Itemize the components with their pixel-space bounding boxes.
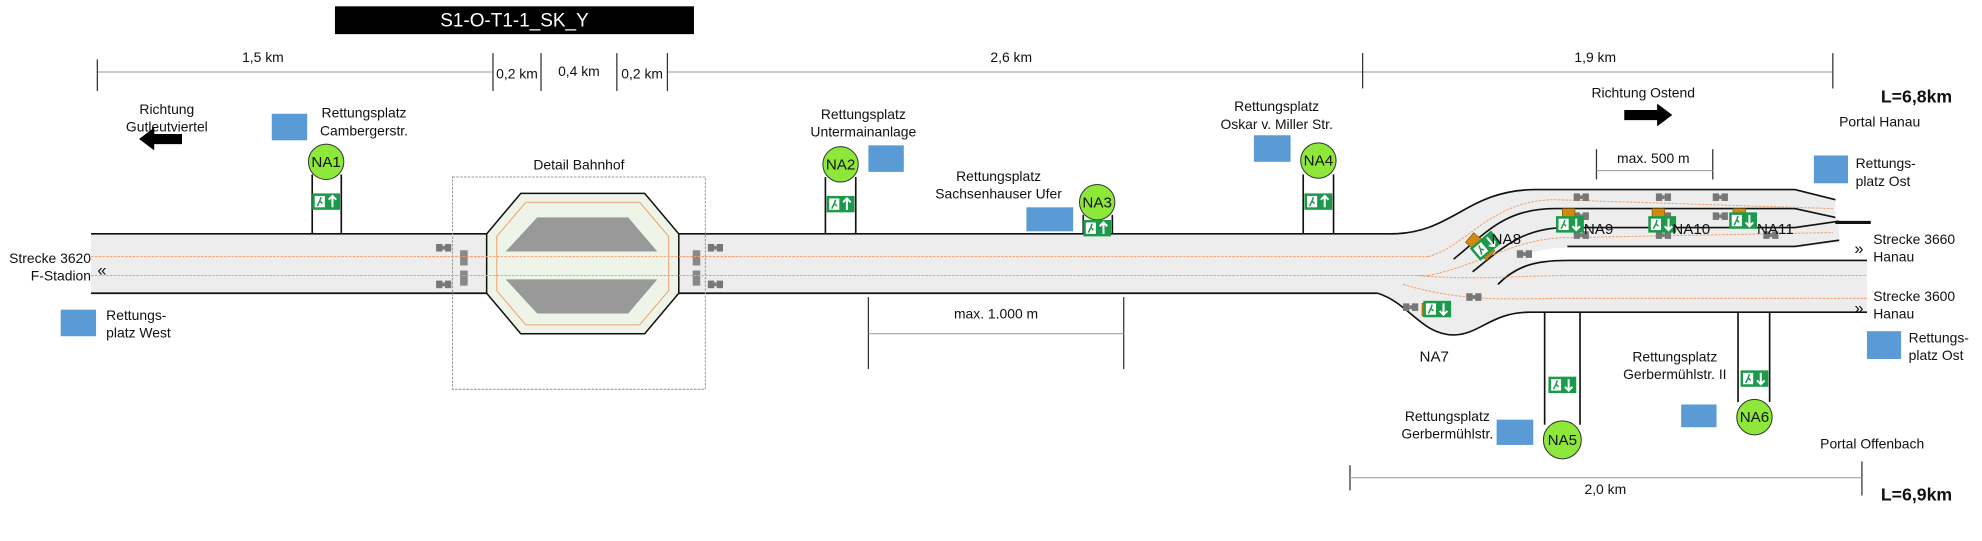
- rescue-point-camberger: Rettungsplatz Cambergerstr.: [271, 105, 408, 141]
- exit-sign-icon: [1082, 218, 1113, 238]
- emergency-exit-na4: NA4: [1300, 142, 1337, 234]
- svg-text:platz Ost: platz Ost: [1856, 173, 1911, 189]
- svg-text:Rettungs-: Rettungs-: [106, 307, 167, 323]
- svg-text:NA6: NA6: [1740, 409, 1769, 426]
- svg-text:max. 1.000 m: max. 1.000 m: [954, 306, 1038, 322]
- svg-text:Rettungsplatz: Rettungsplatz: [1405, 408, 1490, 424]
- svg-text:NA3: NA3: [1082, 194, 1111, 211]
- direction-west-label-2: Gutleutviertel: [126, 118, 208, 134]
- station-label: Detail Bahnhof: [533, 156, 624, 172]
- portal-offenbach-label: Portal Offenbach: [1820, 436, 1924, 452]
- exit-sign-icon: [311, 192, 342, 211]
- svg-text:Sachsenhauser Ufer: Sachsenhauser Ufer: [935, 185, 1062, 201]
- title-text: S1-O-T1-1_SK_Y: [440, 11, 589, 32]
- dim-2-0km: 2,0 km: [1349, 461, 1863, 497]
- rescue-point-oskar: Rettungsplatz Oskar v. Miller Str.: [1220, 98, 1333, 162]
- svg-text:NA11: NA11: [1757, 221, 1794, 238]
- svg-text:max. 500 m: max. 500 m: [1617, 150, 1690, 166]
- svg-text:NA10: NA10: [1672, 221, 1710, 238]
- svg-text:Rettungsplatz: Rettungsplatz: [1632, 349, 1717, 365]
- svg-text:2,0 km: 2,0 km: [1584, 481, 1626, 497]
- direction-marker-3600: »: [1854, 299, 1863, 317]
- cross-passage-na11: NA11: [1728, 208, 1794, 238]
- svg-text:NA5: NA5: [1548, 432, 1577, 449]
- svg-text:Gerbermühlstr.: Gerbermühlstr.: [1401, 426, 1493, 442]
- rescue-point-ost-2: Rettungs- platz Ost: [1866, 330, 1970, 363]
- dim-0-2km-b: 0,2 km: [621, 65, 663, 81]
- line-3600-label: Strecke 3600: [1873, 288, 1955, 304]
- svg-text:Rettungs-: Rettungs-: [1856, 155, 1917, 171]
- line-3660-dest: Hanau: [1873, 249, 1914, 265]
- portal-hanau-label: Portal Hanau: [1839, 113, 1920, 129]
- arrow-right-icon: [1624, 103, 1673, 127]
- dim-max-1000m: max. 1.000 m: [867, 297, 1125, 370]
- svg-text:platz West: platz West: [106, 324, 171, 340]
- rescue-point-gerber-2: Rettungsplatz Gerbermühlstr. II: [1623, 349, 1727, 428]
- svg-text:NA1: NA1: [311, 154, 340, 171]
- svg-text:Rettungsplatz: Rettungsplatz: [1234, 98, 1319, 114]
- direction-marker-west: «: [97, 262, 106, 280]
- svg-text:platz Ost: platz Ost: [1909, 347, 1964, 363]
- exit-sign-icon: [825, 194, 856, 214]
- svg-text:Cambergerstr.: Cambergerstr.: [320, 122, 408, 138]
- cross-passage-na7: NA7: [1420, 299, 1453, 366]
- length-hanau: L=6,8km: [1881, 86, 1952, 106]
- dim-0-2km-a: 0,2 km: [496, 65, 538, 81]
- arrow-left-icon: [139, 127, 183, 151]
- line-3600-dest: Hanau: [1873, 306, 1914, 322]
- main-tunnel: [91, 188, 1871, 336]
- dim-2-6km: 2,6 km: [990, 49, 1032, 65]
- length-offenbach: L=6,9km: [1881, 485, 1952, 505]
- line-3620-label: Strecke 3620: [9, 250, 91, 266]
- direction-west-label-1: Richtung: [139, 101, 194, 117]
- svg-text:Rettungs-: Rettungs-: [1909, 330, 1970, 346]
- cross-passage-na10: NA10: [1647, 208, 1710, 238]
- line-3620-dest: F-Stadion: [31, 268, 91, 284]
- svg-text:NA9: NA9: [1584, 221, 1613, 238]
- cross-passage-na9: NA9: [1555, 208, 1613, 238]
- rescue-point-ost-1: Rettungs- platz Ost: [1813, 155, 1917, 189]
- dim-1-9km: 1,9 km: [1574, 49, 1616, 65]
- svg-text:NA4: NA4: [1304, 153, 1333, 170]
- svg-text:Gerbermühlstr. II: Gerbermühlstr. II: [1623, 366, 1726, 382]
- top-dimensions: 1,5 km 0,2 km 0,4 km 0,2 km 2,6 km 1,9 k…: [96, 49, 1834, 92]
- rescue-point-west: Rettungs- platz West: [60, 307, 171, 340]
- station-detail: Detail Bahnhof: [417, 156, 740, 390]
- svg-text:Rettungsplatz: Rettungsplatz: [956, 168, 1041, 184]
- direction-marker-3660: »: [1854, 240, 1863, 258]
- emergency-exit-na5: NA5: [1542, 312, 1582, 460]
- dim-1-5km: 1,5 km: [242, 49, 284, 65]
- svg-text:NA8: NA8: [1492, 231, 1521, 248]
- direction-east-label: Richtung Ostend: [1591, 84, 1694, 100]
- svg-text:NA7: NA7: [1420, 349, 1449, 366]
- svg-text:NA2: NA2: [826, 156, 855, 173]
- emergency-exit-na6: NA6: [1736, 312, 1773, 436]
- emergency-exit-na2: NA2: [822, 146, 859, 234]
- exit-sign-down-icon: [1739, 369, 1770, 388]
- exit-sign-icon: [1303, 192, 1334, 211]
- rescue-point-untermain: Rettungsplatz Untermainanlage: [810, 106, 916, 172]
- svg-text:Oskar v. Miller Str.: Oskar v. Miller Str.: [1220, 116, 1332, 132]
- svg-text:Rettungsplatz: Rettungsplatz: [821, 106, 906, 122]
- rescue-point-sachsenhausen: Rettungsplatz Sachsenhauser Ufer: [935, 168, 1074, 232]
- svg-text:Rettungsplatz: Rettungsplatz: [322, 105, 407, 121]
- diagram-title: S1-O-T1-1_SK_Y: [334, 6, 694, 35]
- dim-max-500m: max. 500 m: [1595, 149, 1714, 180]
- emergency-exit-na3: NA3: [1078, 184, 1116, 238]
- cross-passage-na8: NA8: [1465, 229, 1521, 262]
- emergency-exit-na1: NA1: [307, 143, 345, 234]
- exit-sign-down-icon: [1547, 375, 1578, 395]
- svg-text:Untermainanlage: Untermainanlage: [810, 124, 916, 140]
- dim-0-4km: 0,4 km: [558, 63, 600, 79]
- rescue-point-gerber: Rettungsplatz Gerbermühlstr.: [1401, 408, 1534, 445]
- line-3660-label: Strecke 3660: [1873, 231, 1955, 247]
